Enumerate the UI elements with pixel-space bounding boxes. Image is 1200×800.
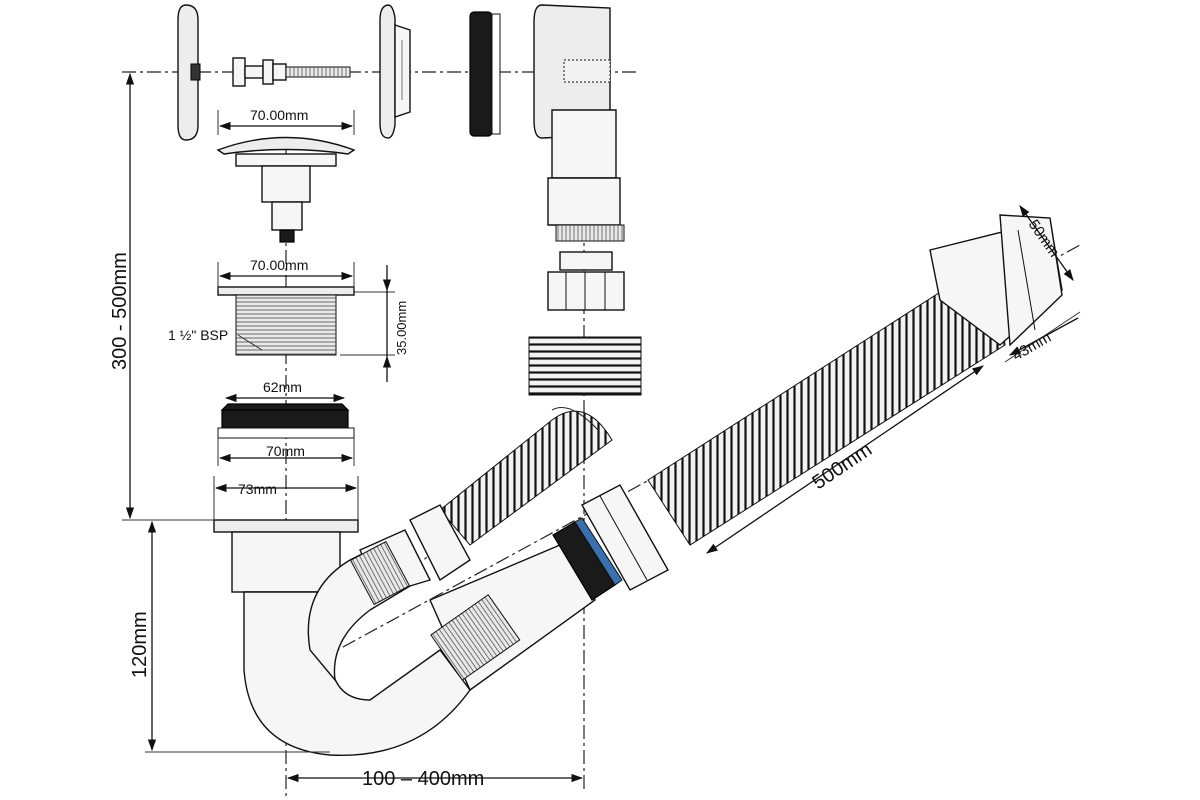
dim-300-500: 300 - 500mm (109, 72, 214, 521)
overflow-gasket (469, 11, 501, 137)
overflow-bolt (232, 57, 351, 87)
dim-70-mid: 70.00mm (217, 257, 355, 290)
bsp-label: 1 ½" BSP (168, 327, 228, 343)
dim-35: 35.00mm (340, 265, 409, 382)
dim-100-400: 100 – 400mm (286, 768, 584, 790)
dim-70-mid-label: 70.00mm (250, 257, 308, 273)
dim-73-label: 73mm (238, 481, 277, 497)
waste-flange-body (217, 286, 355, 356)
overflow-cover-plate (177, 4, 201, 141)
waste-gasket (217, 403, 355, 439)
overflow-flange (379, 4, 411, 139)
trap-assembly (213, 504, 596, 757)
dim-120-label: 120mm (129, 611, 151, 678)
dim-70: 70mm (217, 438, 355, 466)
bsp-callout: 1 ½" BSP (168, 327, 263, 351)
dim-73: 73mm (213, 476, 359, 520)
dim-120: 120mm (129, 520, 330, 753)
dim-70-label: 70mm (266, 443, 305, 459)
overflow-corrugated-hose (439, 336, 642, 546)
dim-62: 62mm (224, 379, 346, 403)
popup-plug (216, 136, 356, 243)
dim-62-label: 62mm (263, 379, 302, 395)
outlet-seal-and-nut (552, 484, 669, 601)
overflow-hose-nut (547, 251, 625, 311)
dim-70-top: 70.00mm (217, 107, 355, 135)
outlet-corrugated-hose (647, 214, 1063, 546)
dim-100-400-label: 100 – 400mm (362, 768, 484, 790)
dim-300-500-label: 300 - 500mm (109, 252, 131, 370)
dim-35-label: 35.00mm (394, 301, 409, 355)
dim-70-top-label: 70.00mm (250, 107, 308, 123)
overflow-body (533, 4, 625, 242)
